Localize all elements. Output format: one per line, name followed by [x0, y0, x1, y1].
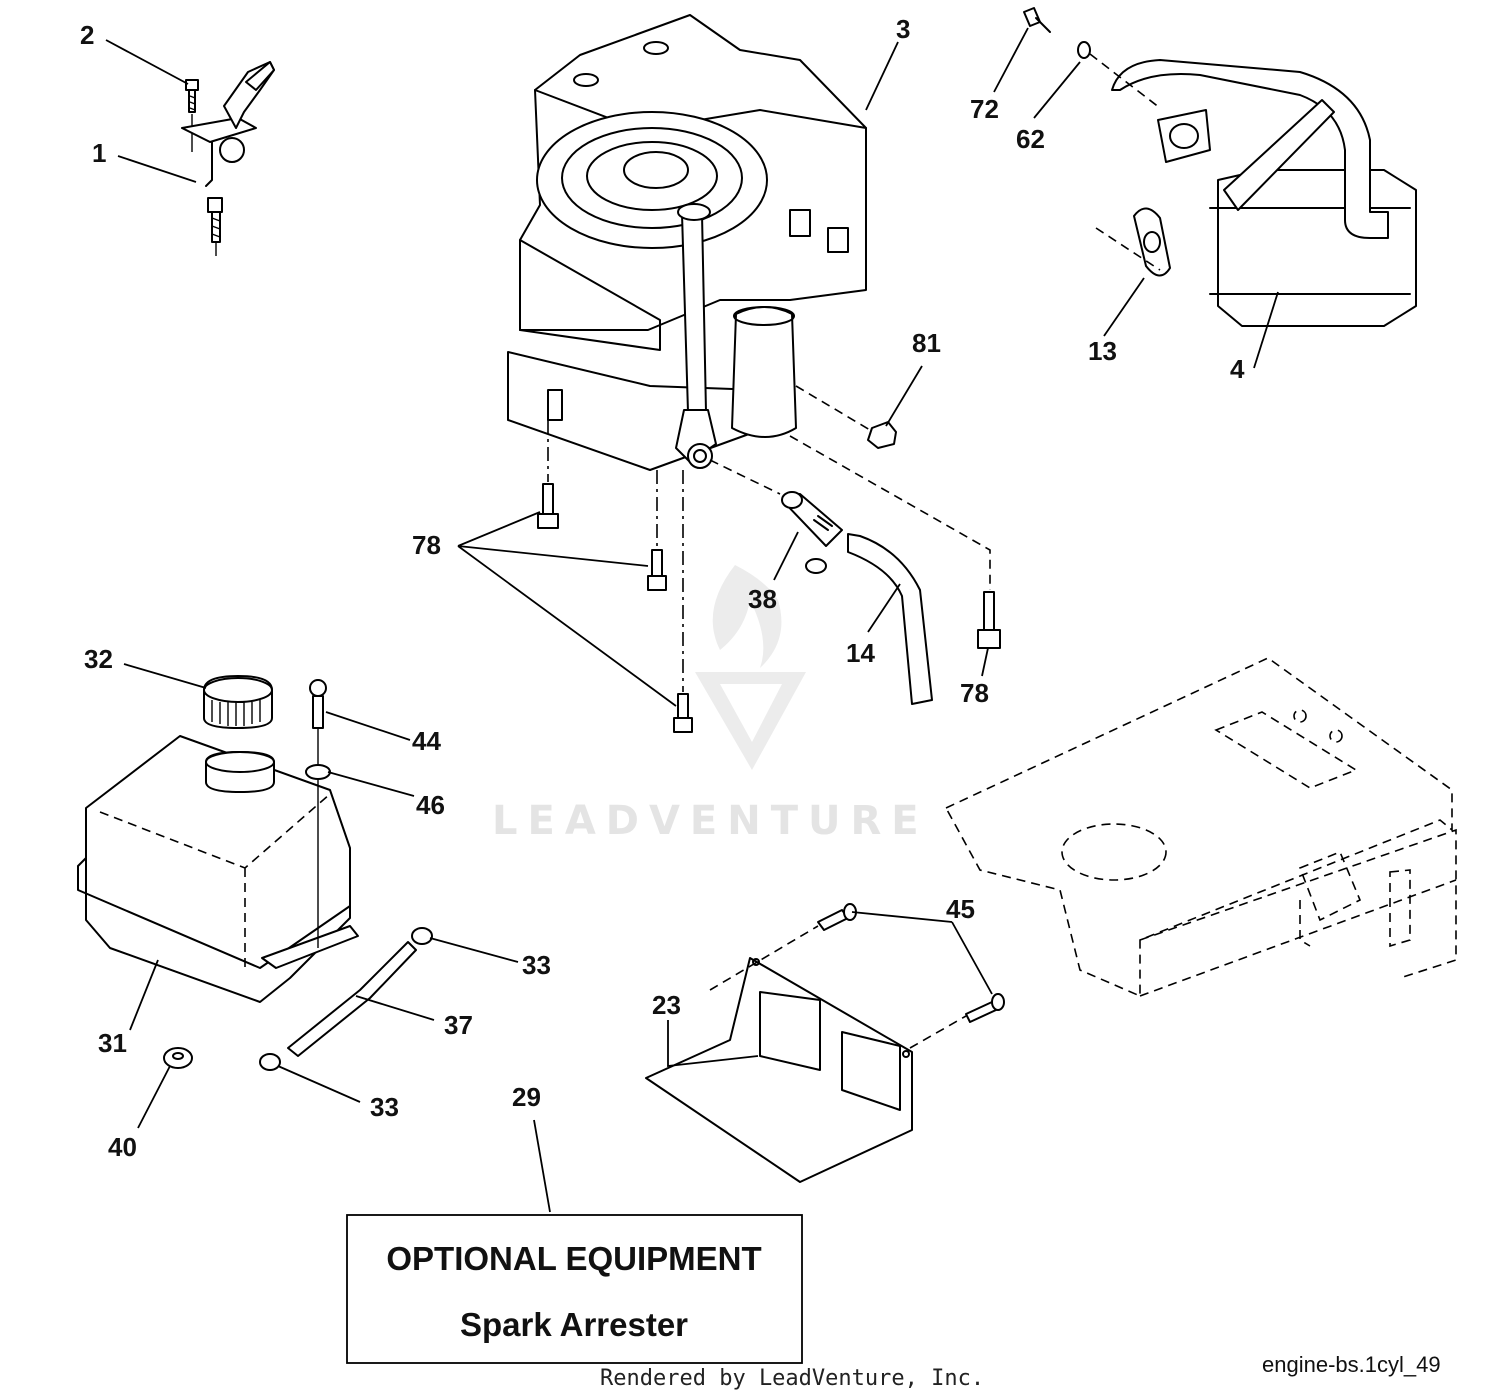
callout-40: 40 — [108, 1132, 137, 1162]
frame-outline — [944, 657, 1457, 998]
watermark-text: LEADVENTURE — [492, 798, 929, 844]
leader-lines — [105, 27, 1279, 1213]
fuel-line-part — [163, 927, 433, 1071]
callout-31: 31 — [98, 1028, 127, 1058]
callout-4: 4 — [1230, 354, 1245, 384]
optional-equipment-item: Spark Arrester — [460, 1306, 688, 1343]
callout-1: 1 — [92, 138, 106, 168]
callout-37: 37 — [444, 1010, 473, 1040]
callout-33-upper: 33 — [522, 950, 551, 980]
optional-equipment-title: OPTIONAL EQUIPMENT — [386, 1240, 761, 1277]
bolt-parts — [537, 420, 1001, 733]
callout-2: 2 — [80, 20, 94, 50]
heat-shield-part — [645, 903, 1005, 1183]
watermark: LEADVENTURE — [492, 565, 929, 844]
callout-62: 62 — [1016, 124, 1045, 154]
engine-part — [507, 14, 867, 471]
callout-72: 72 — [970, 94, 999, 124]
callout-81: 81 — [912, 328, 941, 358]
exhaust-screw-part — [1023, 7, 1161, 271]
callout-33-lower: 33 — [370, 1092, 399, 1122]
callout-23: 23 — [652, 990, 681, 1020]
fuel-tank-part — [77, 735, 359, 1003]
callout-38: 38 — [748, 584, 777, 614]
callout-14: 14 — [846, 638, 875, 668]
callout-32: 32 — [84, 644, 113, 674]
throttle-control-part — [181, 61, 275, 256]
diagram-code: engine-bs.1cyl_49 — [1262, 1352, 1441, 1377]
callout-44: 44 — [412, 726, 441, 756]
callout-45: 45 — [946, 894, 975, 924]
optional-equipment-box: OPTIONAL EQUIPMENT Spark Arrester — [346, 1214, 803, 1364]
callout-3: 3 — [896, 14, 910, 44]
fuel-cap-part — [203, 675, 273, 729]
callout-labels: 2 1 3 4 13 62 72 81 38 14 78 78 32 44 46… — [80, 14, 1245, 1162]
callout-46: 46 — [416, 790, 445, 820]
callout-29: 29 — [512, 1082, 541, 1112]
callout-78-right: 78 — [960, 678, 989, 708]
tank-screw-part — [305, 679, 331, 948]
muffler-part — [1111, 59, 1417, 327]
callout-13: 13 — [1088, 336, 1117, 366]
nut-part — [795, 385, 897, 449]
fuel-filter-part — [709, 459, 933, 705]
render-credit: Rendered by LeadVenture, Inc. — [600, 1366, 984, 1391]
callout-78-left: 78 — [412, 530, 441, 560]
